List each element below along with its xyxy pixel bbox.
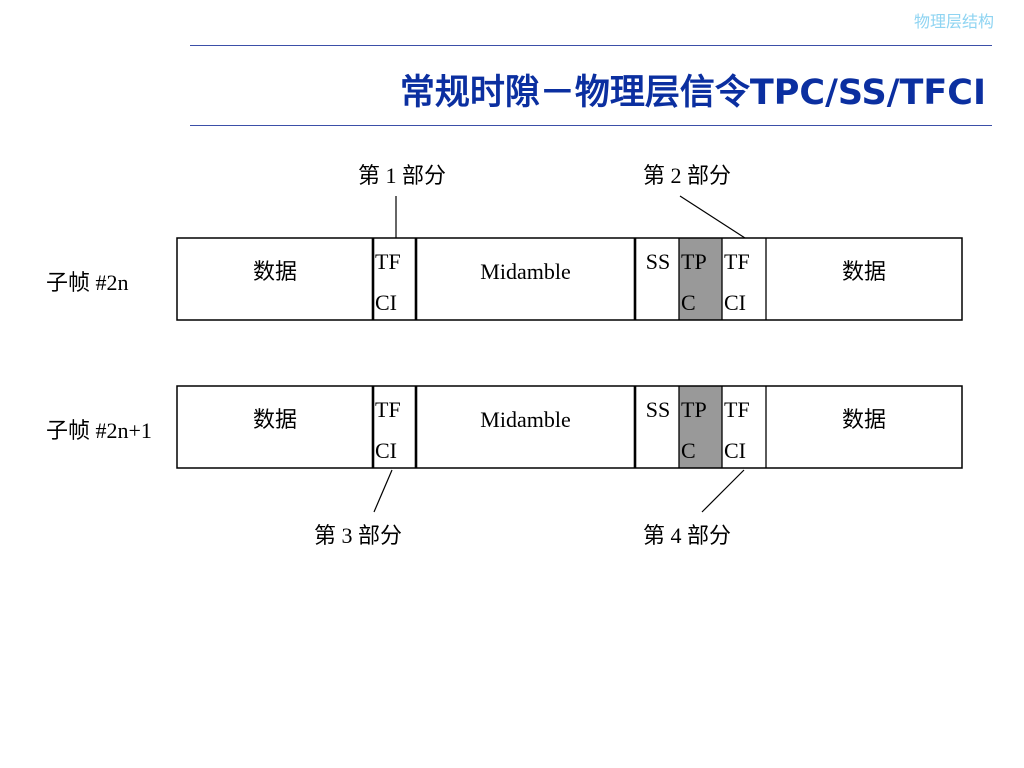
callout-line-2 [679, 195, 746, 239]
cell-tpc [679, 238, 722, 320]
cell-text: CI [375, 438, 397, 463]
callout-part-4: 第 4 部分 [643, 523, 731, 548]
callout-line-4 [701, 469, 745, 513]
cell-data [766, 238, 962, 320]
cell-text: TF [375, 249, 401, 274]
cell-ss [635, 386, 679, 468]
header-rule-bottom [190, 125, 992, 126]
header-rule-top [190, 45, 992, 46]
cell-text: 数据 [253, 259, 297, 284]
cell-tfci [373, 238, 416, 320]
cell-tpc [679, 386, 722, 468]
cell-text: 数据 [253, 407, 297, 432]
callout-line-3 [373, 469, 393, 513]
frame-label: 子帧 #2n+1 [46, 418, 152, 443]
cell-text: SS [646, 397, 670, 422]
cell-tfci [722, 386, 766, 468]
callout-part-1: 第 1 部分 [358, 163, 446, 188]
cell-text: TF [724, 397, 750, 422]
cell-midamble [416, 238, 635, 320]
cell-text: CI [724, 438, 746, 463]
frame-border [176, 385, 963, 469]
page-title: 常规时隙－物理层信令TPC/SS/TFCI [399, 73, 986, 113]
callout-part-2: 第 2 部分 [643, 163, 731, 188]
frame-border [176, 237, 963, 321]
cell-text: C [681, 290, 696, 315]
cell-ss [635, 238, 679, 320]
cell-text: TF [375, 397, 401, 422]
frame-0: 子帧 #2n 数据 TF CI Midamble SS TP C TF CI 数据 [46, 237, 963, 321]
callout-part-3: 第 3 部分 [314, 523, 402, 548]
section-tag: 物理层结构 [913, 12, 994, 31]
cell-text: Midamble [480, 259, 570, 284]
frame-label: 子帧 #2n [46, 270, 129, 295]
cell-midamble [416, 386, 635, 468]
frame-1: 子帧 #2n+1 数据 TF CI Midamble SS TP C TF CI 数据 [46, 385, 963, 469]
cell-data [177, 386, 373, 468]
cell-text: 数据 [842, 259, 886, 284]
cell-text: TP [681, 249, 707, 274]
cell-data [766, 386, 962, 468]
cell-text: TP [681, 397, 707, 422]
cell-text: Midamble [480, 407, 570, 432]
cell-text: C [681, 438, 696, 463]
cell-tfci [722, 238, 766, 320]
cell-tfci [373, 386, 416, 468]
cell-text: SS [646, 249, 670, 274]
cell-text: CI [724, 290, 746, 315]
cell-data [177, 238, 373, 320]
cell-text: 数据 [842, 407, 886, 432]
cell-text: TF [724, 249, 750, 274]
cell-text: CI [375, 290, 397, 315]
